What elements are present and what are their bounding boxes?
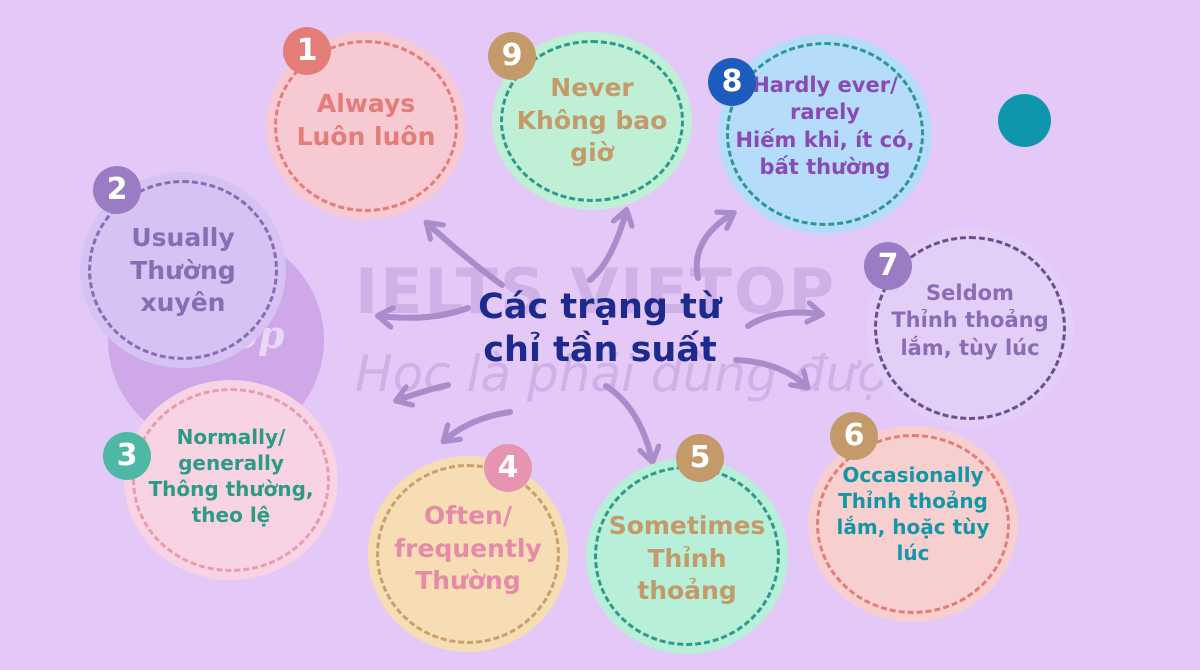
node-label-line: lắm, hoặc tùy — [836, 515, 990, 539]
node-label: Normally/ generally Thông thường, theo l… — [124, 424, 338, 528]
node-label-line: Hiếm khi, ít có, — [735, 127, 915, 152]
node-label-line: bất thường — [759, 154, 891, 179]
badge-7: 7 — [864, 242, 912, 290]
badge-1: 1 — [283, 27, 331, 75]
node-label-line: Always — [316, 89, 416, 118]
node-label: Never Không bao giờ — [492, 72, 692, 170]
node-hardly-ever: Hardly ever/ rarely Hiếm khi, ít có, bất… — [718, 34, 932, 234]
node-border — [132, 388, 330, 572]
node-border — [874, 236, 1066, 420]
node-label-line: Never — [550, 73, 634, 102]
center-title: Các trạng từ chỉ tần suất — [440, 286, 760, 371]
node-border — [88, 180, 278, 360]
node-label-line: Thông thường, — [148, 477, 314, 501]
node-label-line: Thường — [130, 255, 236, 285]
node-label: Always Luôn luôn — [266, 88, 466, 153]
node-label-line: Thỉnh thoảng — [838, 489, 988, 513]
arrow-to-8 — [693, 214, 732, 281]
arrow-to-3 — [445, 409, 513, 440]
node-label-line: lắm, tùy lúc — [900, 335, 1040, 360]
arrow-to-7 — [745, 313, 820, 329]
arrow-to-5 — [603, 383, 652, 460]
node-border — [500, 40, 684, 202]
node-label-line: lúc — [896, 541, 930, 565]
node-label: Usually Thường xuyên — [80, 222, 286, 320]
badge-3: 3 — [103, 432, 151, 480]
node-label-line: theo lệ — [191, 503, 271, 527]
node-label: Often/ frequently Thường — [368, 500, 568, 598]
node-sometimes: Sometimes Thỉnh thoảng — [586, 458, 788, 654]
node-border — [726, 42, 924, 226]
node-label-line: Thường — [415, 566, 521, 595]
node-label-line: Luôn luôn — [296, 121, 436, 151]
node-label-line: Usually — [131, 223, 235, 252]
node-label-line: Occasionally — [842, 463, 984, 487]
teal-accent-dot — [998, 94, 1051, 147]
badge-9: 9 — [488, 32, 536, 80]
arrow-to-1 — [428, 224, 505, 288]
badge-6: 6 — [830, 412, 878, 460]
arrow-to-6 — [733, 357, 806, 386]
node-label-line: xuyên — [140, 288, 226, 317]
node-label: Seldom Thỉnh thoảng lắm, tùy lúc — [866, 280, 1074, 362]
node-label-line: thoảng — [637, 576, 737, 605]
node-label-line: Sometimes — [608, 511, 766, 540]
node-occasionally: Occasionally Thỉnh thoảng lắm, hoặc tùy … — [808, 426, 1018, 622]
node-normally: Normally/ generally Thông thường, theo l… — [124, 380, 338, 580]
node-often: Often/ frequently Thường — [368, 456, 568, 652]
node-label-line: Hardly ever/ — [752, 73, 898, 97]
node-label-line: giờ — [570, 138, 614, 167]
node-label-line: Seldom — [926, 281, 1014, 305]
badge-5: 5 — [676, 434, 724, 482]
watermark-slogan: Học là phải dùng được! — [355, 345, 936, 403]
node-label-line: Thỉnh — [647, 543, 727, 573]
node-label: Occasionally Thỉnh thoảng lắm, hoặc tùy … — [808, 462, 1018, 566]
node-label-line: Normally/ — [176, 425, 286, 449]
node-border — [816, 434, 1010, 614]
node-label-line: frequently — [394, 533, 542, 563]
badge-2: 2 — [93, 166, 141, 214]
node-label: Hardly ever/ rarely Hiếm khi, ít có, bất… — [718, 72, 932, 181]
node-label-line: Thỉnh thoảng — [891, 308, 1049, 333]
node-label-line: rarely — [789, 100, 860, 125]
node-label-line: Không bao — [516, 105, 668, 135]
node-border — [376, 464, 560, 644]
node-label-line: Often/ — [424, 501, 512, 530]
arrow-to-4-left — [398, 382, 451, 400]
arrow-to-9 — [587, 212, 626, 283]
arrow-to-2 — [380, 305, 471, 318]
center-title-line-1: Các trạng từ — [478, 287, 722, 327]
node-label: Sometimes Thỉnh thoảng — [586, 510, 788, 608]
center-title-line-2: chỉ tần suất — [483, 329, 717, 370]
badge-8: 8 — [708, 58, 756, 106]
node-label-line: generally — [178, 451, 284, 475]
badge-4: 4 — [484, 444, 532, 492]
node-border — [274, 40, 458, 212]
